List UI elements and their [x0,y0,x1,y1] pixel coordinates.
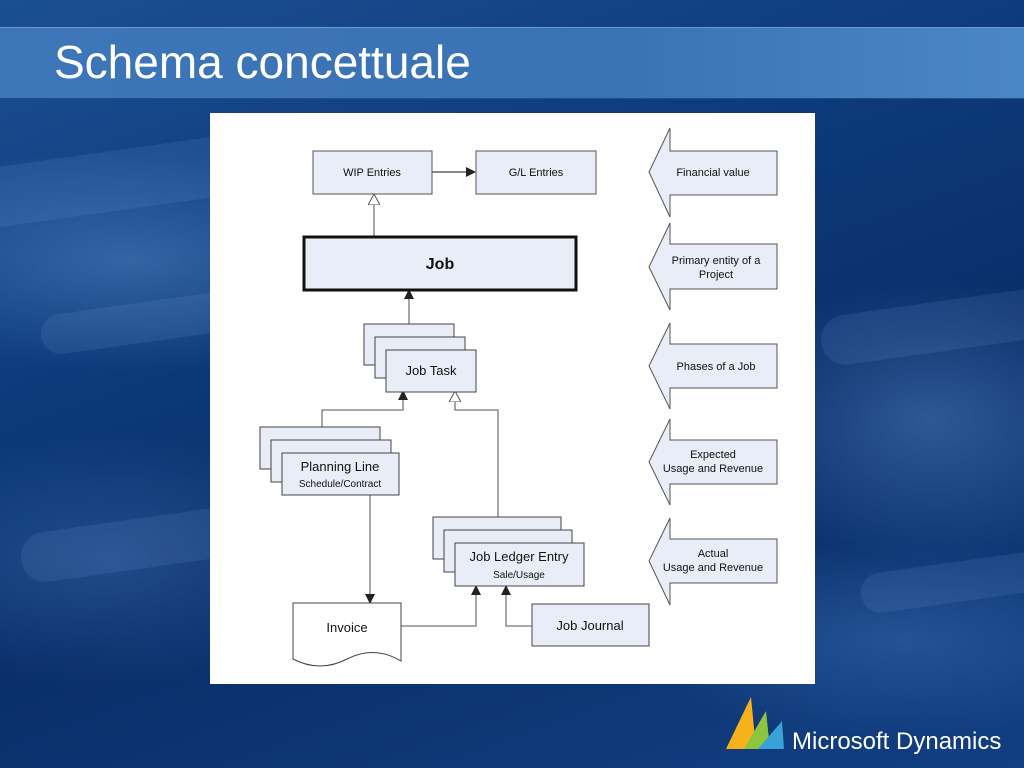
job-ledger-entry-sublabel: Sale/Usage [493,570,545,581]
actual-pointer [648,517,778,606]
logo-yellow-shard [726,697,756,749]
job-label: Job [426,256,455,273]
invoice-shape [292,602,402,667]
primary-entity-label-line1: Primary entity of a [672,255,762,267]
expected-pointer [648,418,778,506]
connectors [321,167,532,627]
financial-value-pointer [648,127,778,218]
arrow-ledger-to-jobtask [455,392,499,517]
logo-green-shard [744,711,770,749]
gl-entries-box [475,150,597,195]
planning-line-box [281,452,400,496]
wip-entries-box [312,150,433,195]
financial-value-label: Financial value [676,167,749,179]
actual-label-line2: Usage and Revenue [663,562,763,574]
arrow-journal-to-ledger [501,585,532,627]
gl-entries-label: G/L Entries [509,167,564,179]
job-box [302,235,578,292]
expected-label-line2: Usage and Revenue [663,463,763,475]
job-task-label: Job Task [405,363,457,378]
job-ledger-entry-label: Job Ledger Entry [469,549,569,564]
arrow-invoice-to-ledger [401,585,481,627]
planning-line-label: Planning Line [301,459,380,474]
brand-name: Microsoft Dynamics [792,728,1002,755]
planning-line-sublabel: Schedule/Contract [299,479,381,490]
logo-blue-shard [758,721,784,749]
microsoft-dynamics-logo [726,697,784,749]
wip-entries-label: WIP Entries [343,167,401,179]
invoice-label: Invoice [326,620,367,635]
job-journal-box [531,603,650,647]
slide-title: Schema concettuale [54,36,471,88]
diagram-panel: WIP Entries G/L Entries Job Job Task Pla… [210,113,815,684]
primary-entity-label-line2: Project [699,269,733,281]
expected-label-line1: Expected [690,449,736,461]
actual-label-line1: Actual [698,548,729,560]
phases-pointer [648,322,778,410]
job-task-box [385,349,477,393]
background-streak [17,504,243,586]
arrow-planning-to-jobtask [321,390,408,429]
job-ledger-entry-box [454,542,585,587]
job-journal-label: Job Journal [556,618,623,633]
background-streak [817,282,1024,368]
primary-entity-pointer [648,222,778,311]
phases-label: Phases of a Job [677,361,756,373]
background-streak [858,544,1024,616]
title-bar [0,27,1024,99]
